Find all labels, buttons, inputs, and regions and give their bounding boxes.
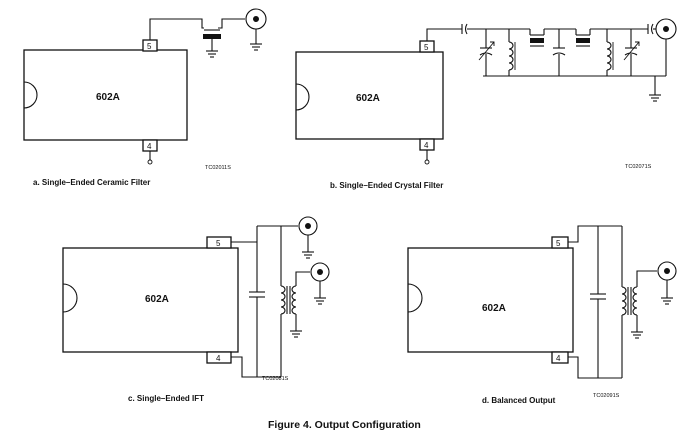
chip-label: 602A (482, 303, 506, 314)
wire-pin5 (426, 28, 462, 41)
variable-capacitor-icon (478, 29, 495, 76)
chip-602a-c (62, 247, 239, 353)
panel-code: TC02071S (625, 164, 652, 170)
wire-pin5 (149, 18, 204, 40)
panel-code: TC02011S (205, 165, 231, 171)
pin-5-label: 5 (424, 43, 429, 52)
panel-caption: d. Balanced Output (482, 396, 556, 405)
panel-c-ift: 602A 5 4 (62, 216, 330, 403)
chip-notch (62, 283, 78, 313)
chip-label: 602A (356, 93, 380, 104)
panel-caption: c. Single–Ended IFT (128, 394, 204, 403)
wire-filter-out (218, 18, 245, 29)
chip-label: 602A (96, 92, 120, 103)
figure-caption: Figure 4. Output Configuration (268, 419, 421, 431)
inductor-icon (606, 29, 614, 76)
chip-602a-b (295, 51, 444, 140)
panel-a-ceramic-filter: 602A 5 4 TC02011S a. Single–Ended Cerami… (23, 8, 267, 187)
crystal-icon (529, 29, 545, 47)
pin-5-label: 5 (556, 239, 561, 248)
chip-602a-d (407, 247, 574, 353)
ceramic-filter-body (203, 34, 221, 39)
panel-d-balanced-output: 602A 5 4 TC02091S d. Balanced Output (407, 225, 677, 405)
chip-notch (407, 283, 423, 313)
panel-caption: a. Single–Ended Ceramic Filter (33, 178, 150, 187)
panel-caption: b. Single–Ended Crystal Filter (330, 181, 443, 190)
inductor-icon (508, 29, 516, 76)
pin-4-label: 4 (556, 354, 561, 363)
chip-label: 602A (145, 294, 169, 305)
coupling-capacitor-icon (647, 23, 654, 35)
pin-4-label: 4 (147, 142, 152, 151)
chip-notch (23, 81, 38, 109)
crystal-icon (575, 29, 591, 47)
coupling-capacitor-icon (461, 23, 468, 35)
transformer-secondary-icon (632, 286, 638, 316)
panel-code: TC02091S (593, 393, 620, 399)
chip-notch (295, 83, 310, 111)
pin-4-label: 4 (424, 141, 429, 150)
chip-602a-a (23, 49, 188, 141)
variable-capacitor-icon (623, 29, 640, 76)
transformer-secondary-icon (291, 285, 297, 315)
pin-4-label: 4 (216, 354, 221, 363)
transformer-primary-icon (621, 286, 627, 316)
panel-b-crystal-filter: 602A 5 4 (295, 18, 677, 190)
capacitor-icon (552, 29, 566, 76)
pin-5-label: 5 (216, 239, 221, 248)
terminal-dot (424, 159, 430, 165)
panel-code: TC02081S (262, 376, 289, 382)
pin-5-label: 5 (147, 42, 152, 51)
transformer-primary-icon (280, 285, 286, 315)
terminal-dot (147, 159, 153, 165)
